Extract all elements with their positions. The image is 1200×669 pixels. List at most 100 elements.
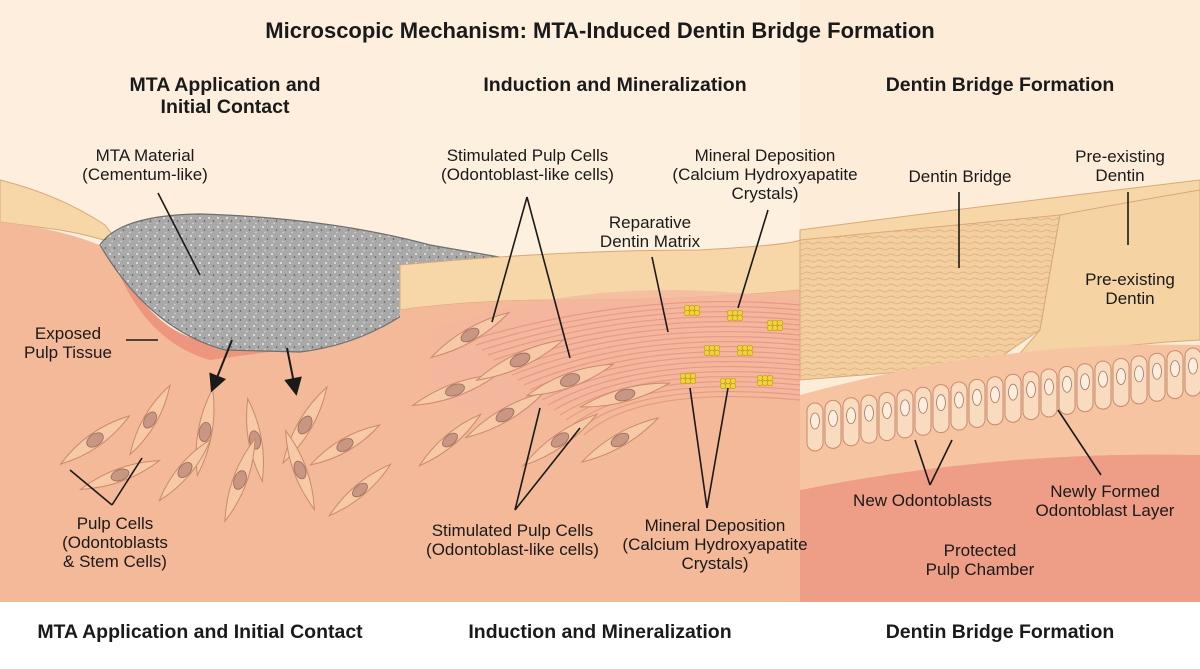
label-newly-formed-layer: Newly Formed Odontoblast Layer bbox=[1035, 482, 1175, 521]
leader-new-odontoblasts-a bbox=[914, 439, 931, 486]
leader-new-odontoblasts-b bbox=[929, 439, 953, 486]
pulp-cell-9 bbox=[224, 437, 256, 523]
matrix-fiber bbox=[517, 340, 801, 381]
leader-stimulated-top-a bbox=[491, 196, 528, 323]
stimulated-cell-1 bbox=[429, 311, 511, 359]
label-pulp-cells: Pulp Cells (Odontoblasts & Stem Cells) bbox=[62, 514, 168, 572]
label-protected-chamber: Protected Pulp Chamber bbox=[925, 541, 1035, 580]
odontoblast-cell-7 bbox=[914, 386, 932, 436]
panel-1-heading: MTA Application and Initial Contact bbox=[129, 74, 321, 118]
matrix-fiber bbox=[511, 335, 801, 376]
label-exposed-pulp: Exposed Pulp Tissue bbox=[24, 324, 112, 363]
footer-background bbox=[0, 602, 1200, 669]
matrix-fiber bbox=[571, 385, 801, 426]
matrix-fiber bbox=[583, 395, 801, 436]
pulp-cell-7 bbox=[78, 460, 162, 490]
crystal-cluster bbox=[726, 309, 744, 322]
odontoblast-cell-15 bbox=[1058, 365, 1076, 415]
crystal-cluster bbox=[756, 374, 774, 387]
crystal-cluster bbox=[736, 344, 754, 357]
crystal-cluster bbox=[766, 319, 784, 332]
odontoblast-cell-2 bbox=[824, 399, 842, 449]
matrix-fiber bbox=[487, 315, 801, 356]
odontoblast-cell-19 bbox=[1130, 355, 1148, 405]
stimulated-cell-8 bbox=[580, 417, 660, 463]
crystal-cluster bbox=[679, 372, 697, 385]
leader-mineral-top bbox=[737, 209, 769, 309]
odontoblast-cell-5 bbox=[878, 392, 896, 442]
leader-mta-material bbox=[157, 192, 201, 276]
label-mta-material: MTA Material (Cementum-like) bbox=[82, 146, 208, 185]
odontoblast-cell-21 bbox=[1166, 350, 1184, 400]
stimulated-cell-7 bbox=[578, 382, 672, 408]
matrix-fiber bbox=[481, 310, 801, 351]
new-odontoblast-cells bbox=[806, 347, 1200, 452]
odontoblast-cell-10 bbox=[968, 378, 986, 428]
panel-2-heading: Induction and Mineralization bbox=[483, 74, 747, 96]
pulp-cell-1 bbox=[59, 415, 131, 465]
odontoblast-cell-1 bbox=[806, 402, 824, 452]
odontoblast-cell-9 bbox=[950, 381, 968, 431]
panel-2-footer: Induction and Mineralization bbox=[468, 621, 732, 643]
odontoblast-cell-20 bbox=[1148, 352, 1166, 402]
odontoblast-cell-6 bbox=[896, 389, 914, 439]
odontoblast-cell-8 bbox=[932, 384, 950, 434]
stimulated-cell-6 bbox=[521, 413, 599, 467]
pulp-cell-10 bbox=[285, 428, 315, 512]
panel-1-dentin-wall bbox=[0, 179, 122, 246]
odontoblast-cell-11 bbox=[986, 376, 1004, 426]
odontoblast-cell-17 bbox=[1094, 360, 1112, 410]
odontoblast-cell-13 bbox=[1022, 371, 1040, 421]
pulp-cell-11 bbox=[328, 463, 392, 517]
label-preexisting-top: Pre-existing Dentin bbox=[1075, 147, 1165, 186]
odontoblast-cell-14 bbox=[1040, 368, 1058, 418]
odontoblast-cell-18 bbox=[1112, 357, 1130, 407]
pulp-cell-2 bbox=[129, 383, 171, 457]
matrix-fiber bbox=[469, 300, 801, 341]
pulp-cell-6 bbox=[308, 424, 382, 466]
leader-stimulated-top-b bbox=[526, 196, 571, 359]
panel-1-pulp-cells bbox=[59, 383, 392, 523]
odontoblast-cell-12 bbox=[1004, 373, 1022, 423]
leader-mineral-bottom-a bbox=[689, 387, 708, 509]
panel-3-footer: Dentin Bridge Formation bbox=[885, 621, 1115, 643]
label-reparative-matrix: Reparative Dentin Matrix bbox=[599, 213, 701, 252]
label-mineral-top: Mineral Deposition (Calcium Hydroxyapati… bbox=[672, 146, 858, 204]
panel-1-footer: MTA Application and Initial Contact bbox=[37, 621, 363, 643]
matrix-fiber bbox=[475, 305, 801, 346]
stimulated-cell-9 bbox=[418, 413, 482, 467]
odontoblast-cell-22 bbox=[1184, 347, 1200, 397]
matrix-fiber bbox=[547, 365, 801, 406]
leader-pulp-cells-a bbox=[69, 469, 113, 506]
panel-2-pulp-cells bbox=[411, 311, 672, 467]
leader-newly-formed-layer bbox=[1057, 409, 1102, 476]
label-dentin-bridge: Dentin Bridge bbox=[908, 167, 1012, 186]
leader-pulp-cells-b bbox=[111, 457, 143, 506]
panel-3-heading: Dentin Bridge Formation bbox=[885, 74, 1115, 96]
odontoblast-cell-4 bbox=[860, 394, 878, 444]
hydroxyapatite-crystals bbox=[679, 304, 784, 390]
odontoblast-cell-16 bbox=[1076, 363, 1094, 413]
matrix-fiber bbox=[505, 330, 801, 371]
crystal-cluster bbox=[683, 304, 701, 317]
arrow-mta-1 bbox=[209, 339, 233, 393]
label-preexisting-mid: Pre-existing Dentin bbox=[1085, 270, 1175, 309]
diagram-title: Microscopic Mechanism: MTA-Induced Denti… bbox=[265, 18, 935, 43]
matrix-fiber bbox=[523, 345, 801, 386]
pulp-cell-8 bbox=[158, 438, 212, 502]
crystal-cluster bbox=[719, 377, 737, 390]
matrix-fiber bbox=[577, 390, 801, 431]
label-mineral-bottom: Mineral Deposition (Calcium Hydroxyapati… bbox=[622, 516, 808, 574]
leader-stimulated-bottom-a bbox=[514, 407, 541, 511]
leader-mineral-bottom-b bbox=[706, 387, 729, 509]
label-new-odontoblasts: New Odontoblasts bbox=[853, 491, 992, 510]
protected-pulp-chamber bbox=[800, 454, 1200, 602]
leader-stimulated-bottom-b bbox=[514, 427, 581, 511]
label-stimulated-bottom: Stimulated Pulp Cells (Odontoblast-like … bbox=[426, 521, 599, 560]
odontoblast-cell-3 bbox=[842, 397, 860, 447]
leader-reparative-matrix bbox=[651, 256, 669, 333]
crystal-cluster bbox=[703, 344, 721, 357]
label-stimulated-top: Stimulated Pulp Cells (Odontoblast-like … bbox=[441, 146, 614, 185]
stimulated-cell-5 bbox=[525, 363, 615, 397]
